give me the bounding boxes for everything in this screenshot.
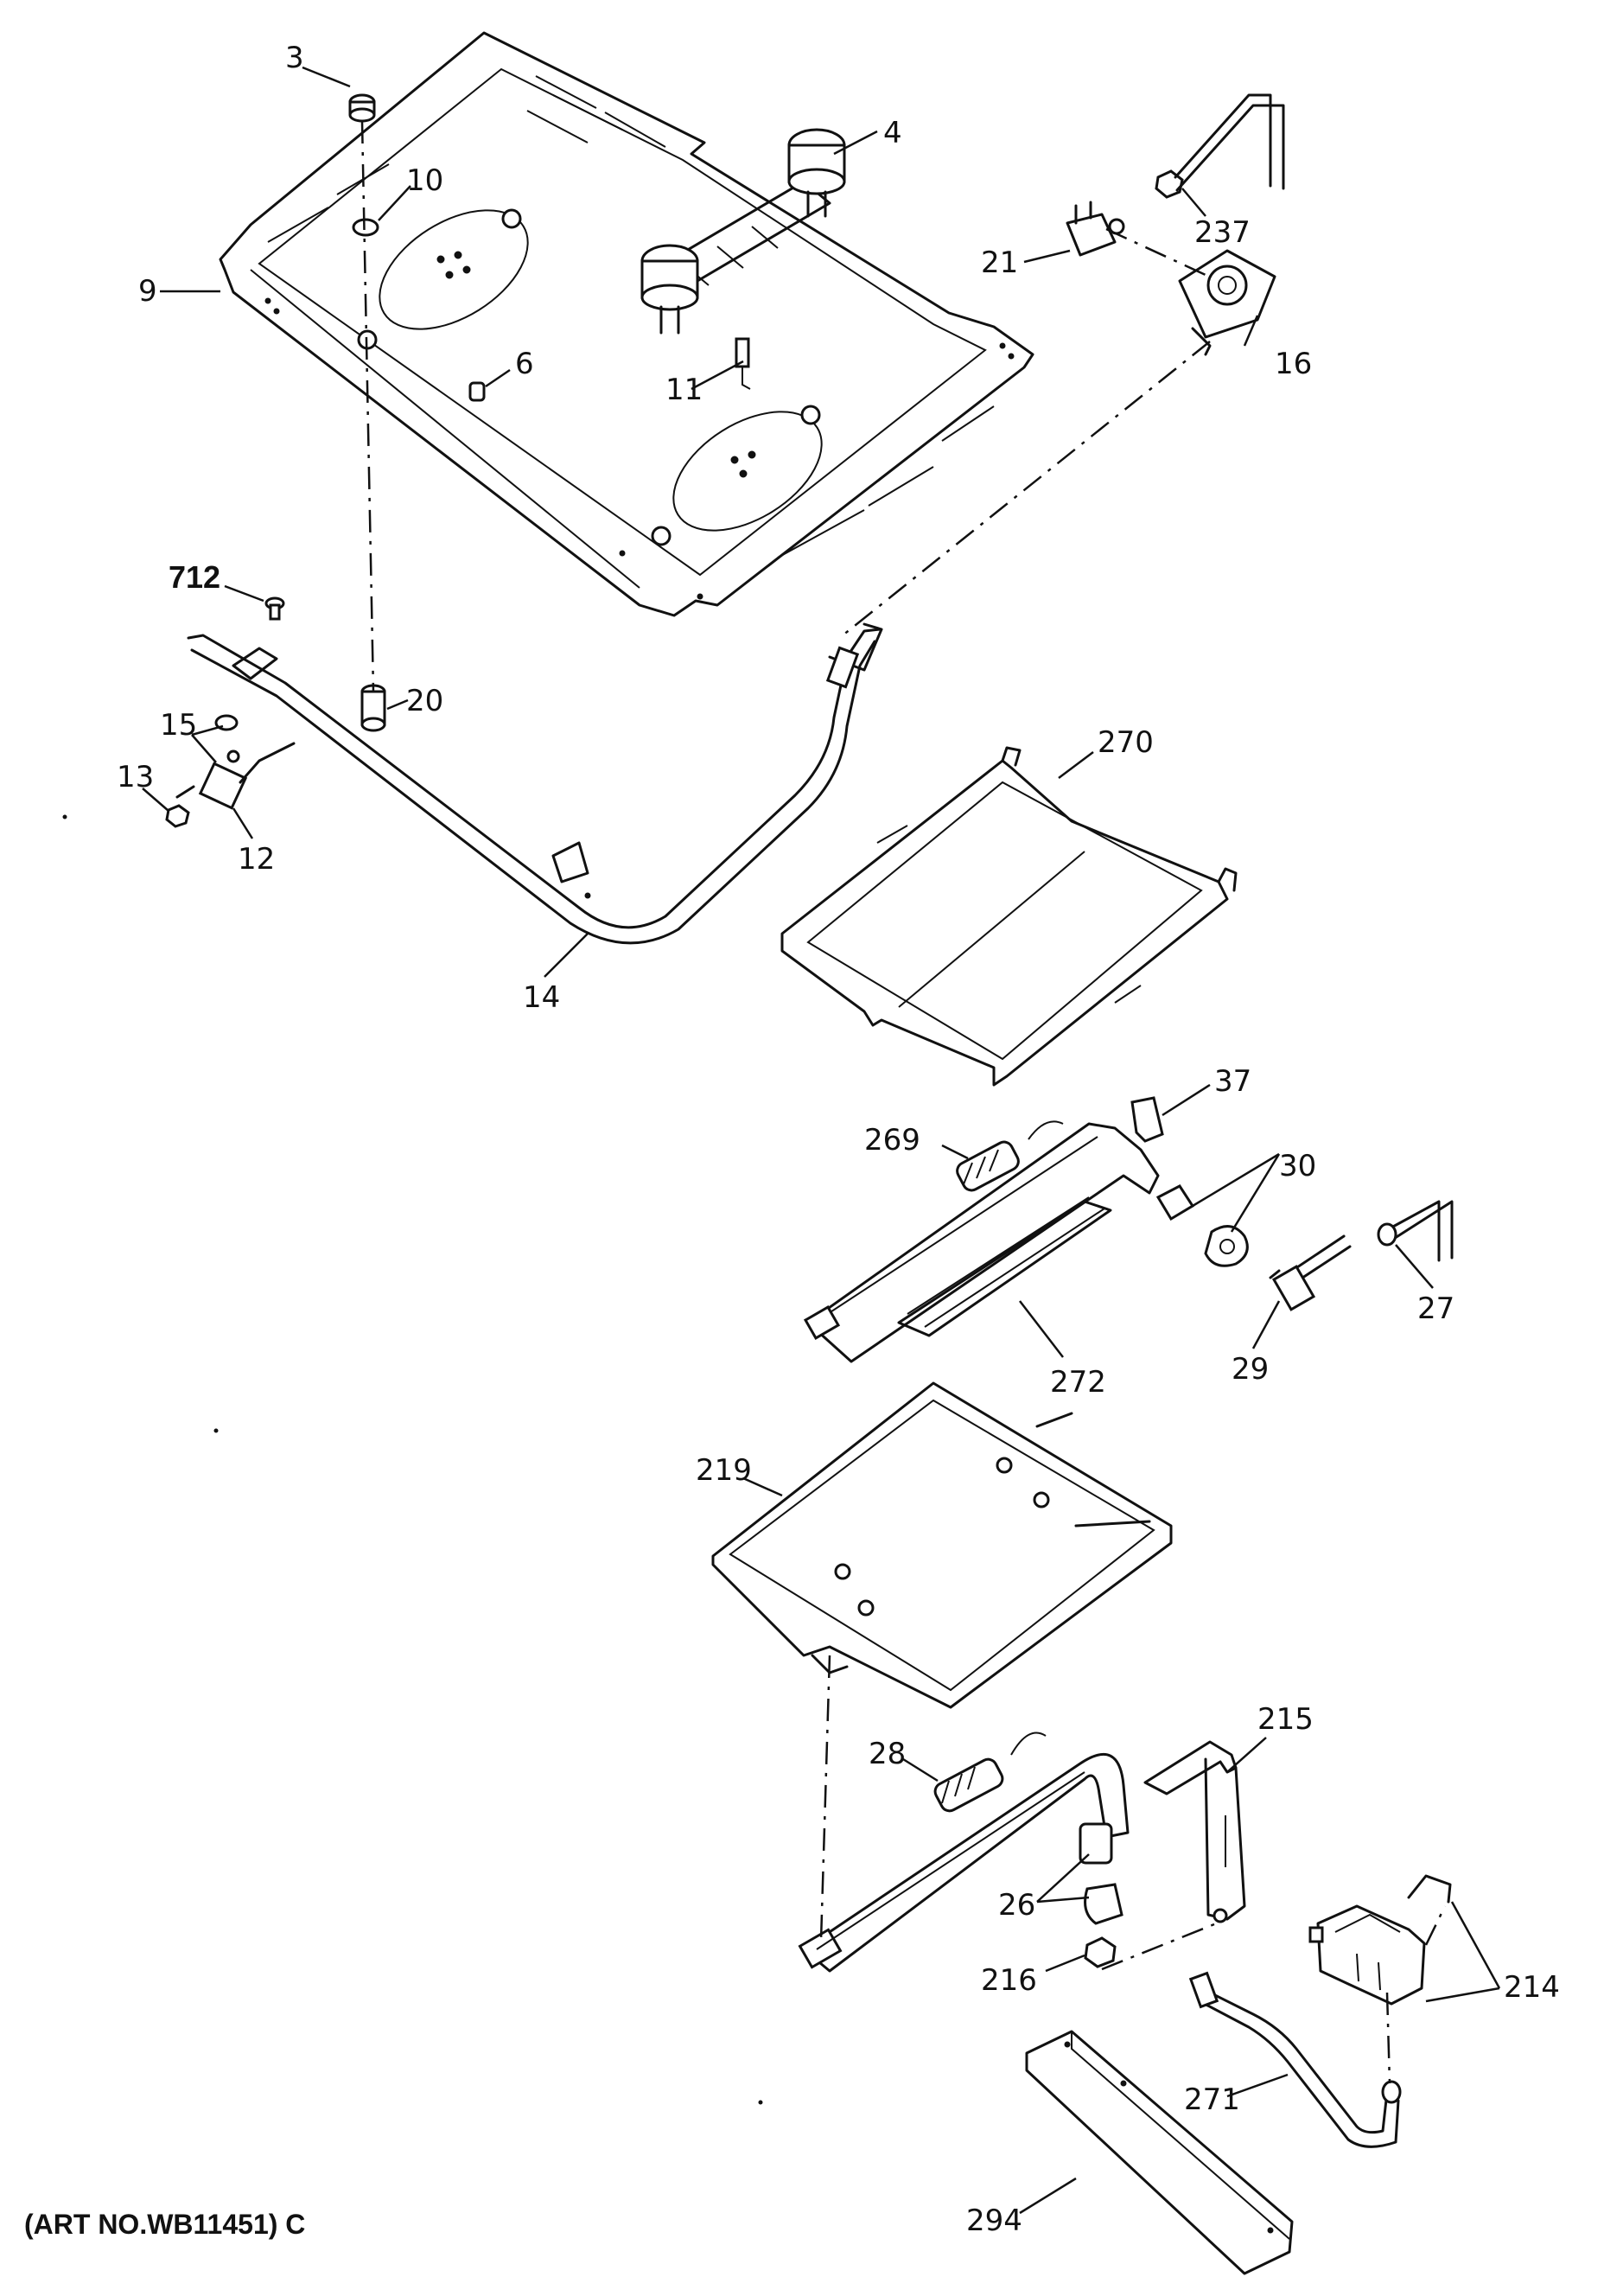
callout-4: 4: [883, 116, 902, 150]
callout-14: 14: [523, 980, 560, 1015]
callout-37: 37: [1214, 1064, 1251, 1099]
clip: [1130, 1096, 1164, 1143]
callout-15: 15: [160, 708, 197, 743]
alignment-line: [360, 120, 375, 692]
callout-219: 219: [696, 1453, 752, 1488]
bracket: [1178, 249, 1276, 356]
washer: [352, 218, 379, 237]
drip-tray: [711, 1381, 1173, 1709]
callout-28: 28: [869, 1737, 906, 1771]
callout-270: 270: [1098, 725, 1154, 760]
callout-10: 10: [406, 163, 443, 198]
manifold-pipe: [175, 622, 883, 945]
callout-3: 3: [285, 41, 304, 75]
leader-lines: [142, 66, 1501, 2215]
oven-burner: [803, 1122, 1160, 1363]
callout-labels: 3 4 10 9 6 11 21 237 16 712 20 15 13 12 …: [117, 41, 1560, 2238]
orifice-spud: [360, 684, 386, 732]
gas-tube-271: [1200, 1987, 1389, 2134]
valve-assembly: [640, 128, 846, 335]
art-number-caption: (ART NO.WB11451) C: [24, 2209, 306, 2240]
grommet: [348, 93, 376, 123]
callout-27: 27: [1417, 1292, 1454, 1326]
gas-tube-top: [1174, 93, 1272, 188]
callout-216: 216: [981, 1963, 1037, 1998]
lower-burner: [798, 1753, 1130, 1973]
burner-box-plate: [219, 31, 1034, 617]
callout-215: 215: [1257, 1702, 1314, 1737]
callout-21: 21: [981, 246, 1018, 280]
ignitor-28: [933, 1732, 1047, 1813]
callout-9: 9: [138, 274, 157, 309]
callout-29: 29: [1232, 1352, 1269, 1387]
burner-bracket: [1143, 1740, 1246, 1923]
callout-16: 16: [1275, 347, 1312, 381]
spark-module: [1308, 1874, 1452, 2006]
callout-214: 214: [1504, 1970, 1560, 2005]
callout-20: 20: [406, 684, 443, 718]
callout-13: 13: [117, 760, 154, 794]
heat-shield: [780, 746, 1238, 1087]
ignitor-269: [956, 1120, 1064, 1192]
nut-13: [165, 804, 190, 828]
electrode: [735, 337, 751, 390]
screw-712: [264, 596, 285, 621]
callout-272: 272: [1050, 1365, 1106, 1400]
callout-11: 11: [665, 373, 703, 407]
orifice-hood: [1269, 1234, 1352, 1311]
callout-12: 12: [238, 842, 275, 877]
gas-tube-27: [1390, 1200, 1441, 1262]
callout-294: 294: [966, 2204, 1022, 2238]
ignitor-switch: [1066, 201, 1125, 257]
callout-269: 269: [864, 1123, 920, 1158]
callout-237: 237: [1194, 215, 1251, 250]
callout-712: 712: [169, 559, 220, 595]
angle-bracket: [1025, 2030, 1294, 2275]
callout-6: 6: [515, 347, 534, 381]
callout-30: 30: [1279, 1149, 1316, 1183]
callout-26: 26: [998, 1888, 1035, 1923]
screw: [468, 381, 486, 402]
callout-271: 271: [1184, 2082, 1240, 2117]
